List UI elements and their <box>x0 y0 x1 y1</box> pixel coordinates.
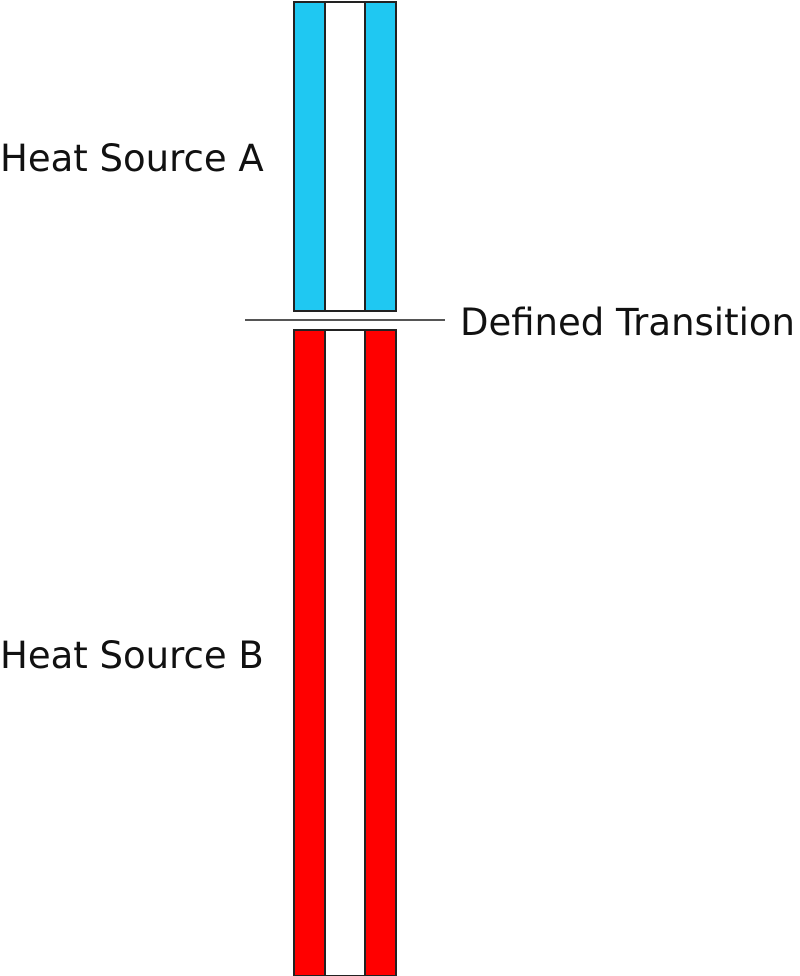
source-a-left-wall <box>293 1 326 312</box>
pipe-section-a <box>293 1 397 312</box>
pipe-section-b <box>293 329 397 976</box>
source-b-right-wall <box>364 329 397 976</box>
defined-transition-label: Defined Transition <box>460 301 795 344</box>
heat-source-b-label: Heat Source B <box>0 634 264 677</box>
heat-source-a-label: Heat Source A <box>0 137 264 180</box>
source-a-right-wall <box>364 1 397 312</box>
source-b-bore <box>324 329 366 976</box>
source-b-left-wall <box>293 329 326 976</box>
source-a-bore <box>324 1 366 312</box>
